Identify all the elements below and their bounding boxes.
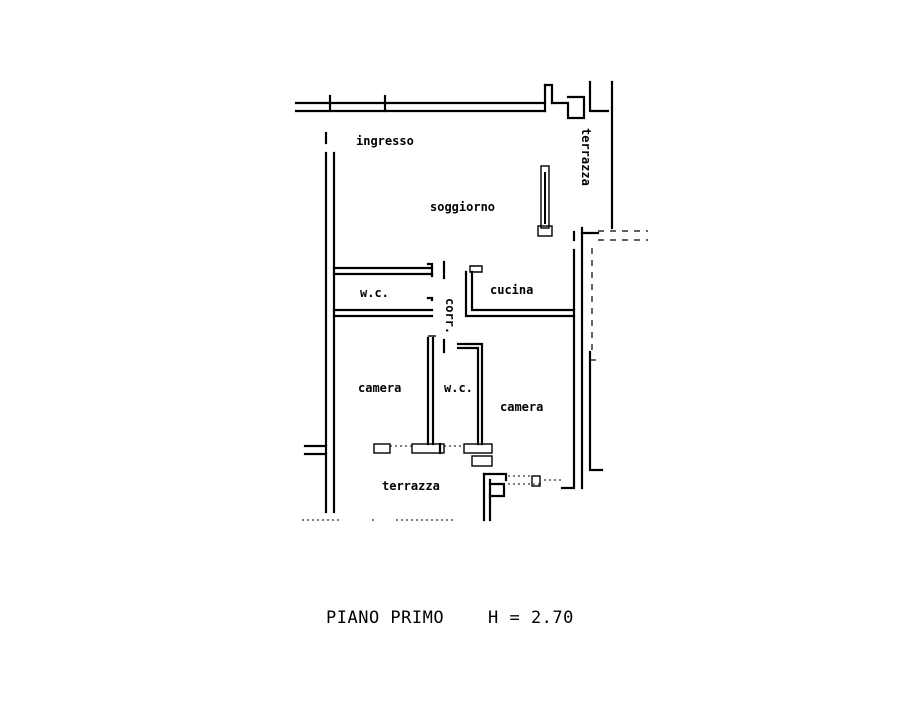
room-label-terrazza-bottom: terrazza: [382, 479, 440, 493]
terrace-walls: [482, 472, 562, 522]
bottom-sills: [373, 442, 493, 467]
room-label-ingresso: ingresso: [356, 134, 414, 148]
room-label-camera-right: camera: [500, 400, 543, 414]
room-label-cucina: cucina: [490, 283, 533, 297]
room-label-camera-left: camera: [358, 381, 401, 395]
room-label-terrazza-right: terrazza: [579, 128, 593, 186]
top-exterior-wall: [294, 80, 614, 230]
caption-height: H = 2.70: [488, 608, 574, 628]
room-label-soggiorno: soggiorno: [430, 200, 495, 214]
right-exterior-wall: [560, 226, 648, 490]
lower-partitions: [426, 335, 484, 446]
corridor-markers: [442, 260, 483, 354]
left-exterior-wall: [303, 131, 336, 514]
soggiorno-fixture: [537, 165, 553, 237]
wc-upper-walls: [332, 262, 434, 318]
room-label-wc-lower: w.c.: [444, 381, 473, 395]
cucina-walls: [464, 270, 576, 318]
room-label-corr: corr.: [443, 298, 457, 334]
caption-floor: PIANO PRIMO: [326, 608, 444, 628]
room-label-wc-upper: w.c.: [360, 286, 389, 300]
